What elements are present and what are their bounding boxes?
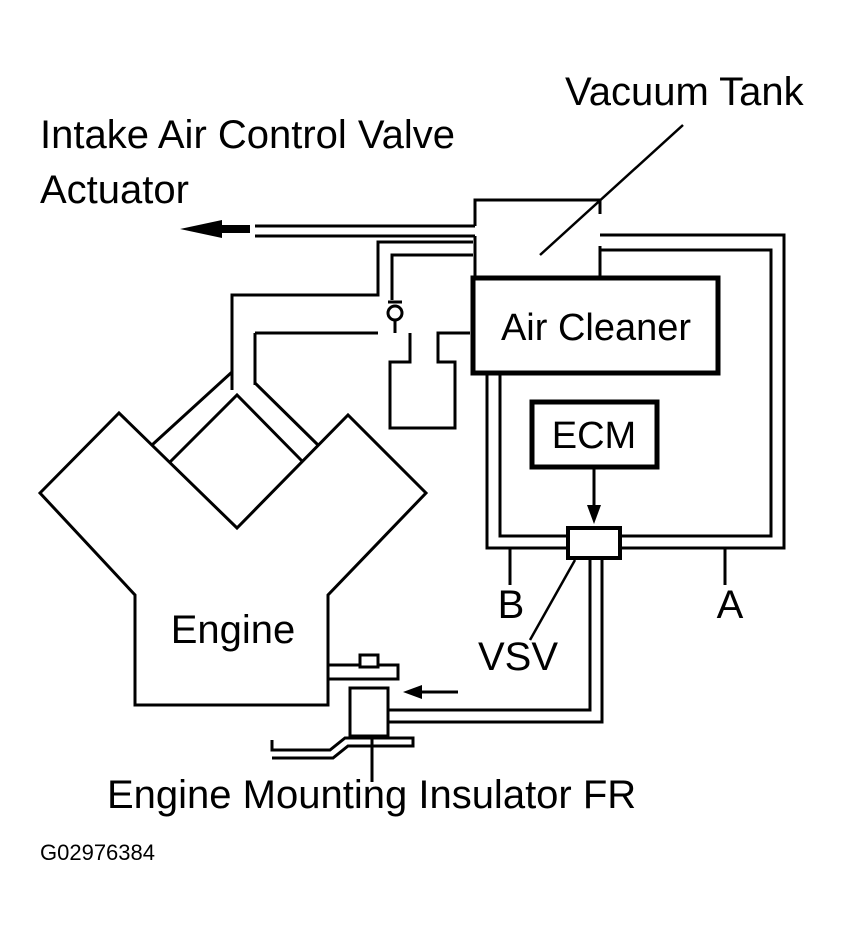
- ecm-label: ECM: [552, 415, 636, 457]
- vacuum-tank-leader: [539, 124, 684, 256]
- intake-label-line1: Intake Air Control Valve: [40, 113, 455, 157]
- actuator-arrow: [180, 220, 250, 238]
- vsv-leader: [528, 559, 577, 641]
- air-cleaner-label: Air Cleaner: [501, 307, 691, 349]
- vacuum-tank: [473, 198, 602, 280]
- actuator-pipe: [255, 224, 475, 238]
- mount-arrow: [403, 685, 458, 699]
- vsv-loop-pipe: [485, 233, 786, 550]
- engine-mounting-insulator: [270, 653, 415, 782]
- engine-label: Engine: [171, 608, 296, 652]
- ecm-signal-arrow: [587, 467, 601, 524]
- port-a-label: A: [717, 583, 744, 627]
- intake-label-line2: Actuator: [40, 168, 189, 212]
- air-cleaner-box: [470, 275, 721, 376]
- vsv-label: VSV: [478, 635, 558, 679]
- vsv-body: [566, 526, 622, 560]
- mount-vacuum-pipe: [388, 558, 604, 724]
- port-b-label: B: [498, 583, 525, 627]
- ecm-box: [529, 399, 660, 470]
- canister: [388, 331, 470, 430]
- mounting-insulator-label: Engine Mounting Insulator FR: [107, 773, 636, 817]
- engine-vacuum-pipe: [230, 240, 473, 390]
- check-valve: [253, 300, 404, 385]
- figure-code: G02976384: [40, 840, 155, 865]
- vacuum-tank-label: Vacuum Tank: [565, 70, 805, 114]
- engine: [37, 370, 429, 707]
